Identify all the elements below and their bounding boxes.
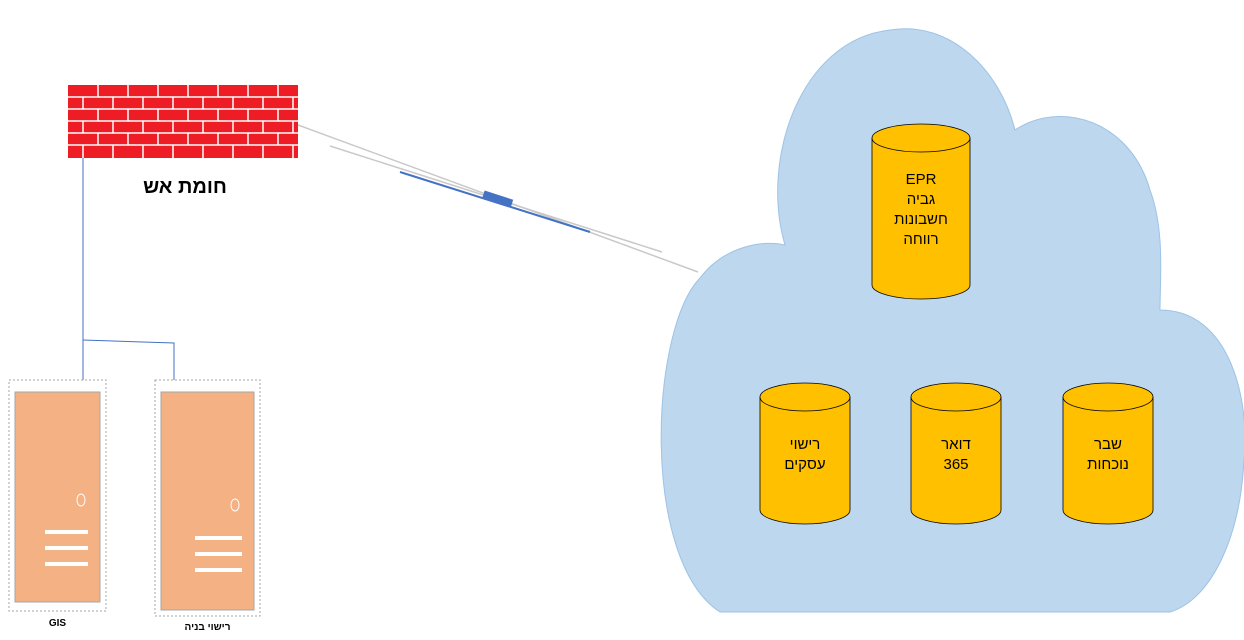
lan-connectors — [82, 158, 175, 380]
database-attendance-icon — [1062, 382, 1154, 525]
server-permits-icon — [154, 379, 261, 617]
database-mail-label: דואר 365 — [941, 436, 971, 473]
database-attendance-label: שבר נוכחות — [1087, 436, 1129, 473]
wan-link-highlight — [399, 171, 591, 233]
database-erp-label: EPR גביה חשבונות רווחה — [894, 171, 948, 248]
wan-link-connector — [482, 190, 514, 207]
firewall-icon — [68, 85, 298, 158]
server-permits-label: רישוי בניה — [184, 622, 231, 633]
database-erp-icon — [871, 123, 971, 300]
database-business-licensing-icon — [759, 382, 851, 525]
database-mail-icon — [910, 382, 1002, 525]
database-business-licensing-label: רישוי עסקים — [784, 436, 826, 473]
firewall-label: חומת אש — [143, 176, 227, 198]
server-gis-icon — [8, 379, 107, 612]
server-gis-label: GIS — [48, 618, 67, 629]
cloud-shape — [660, 28, 1244, 613]
